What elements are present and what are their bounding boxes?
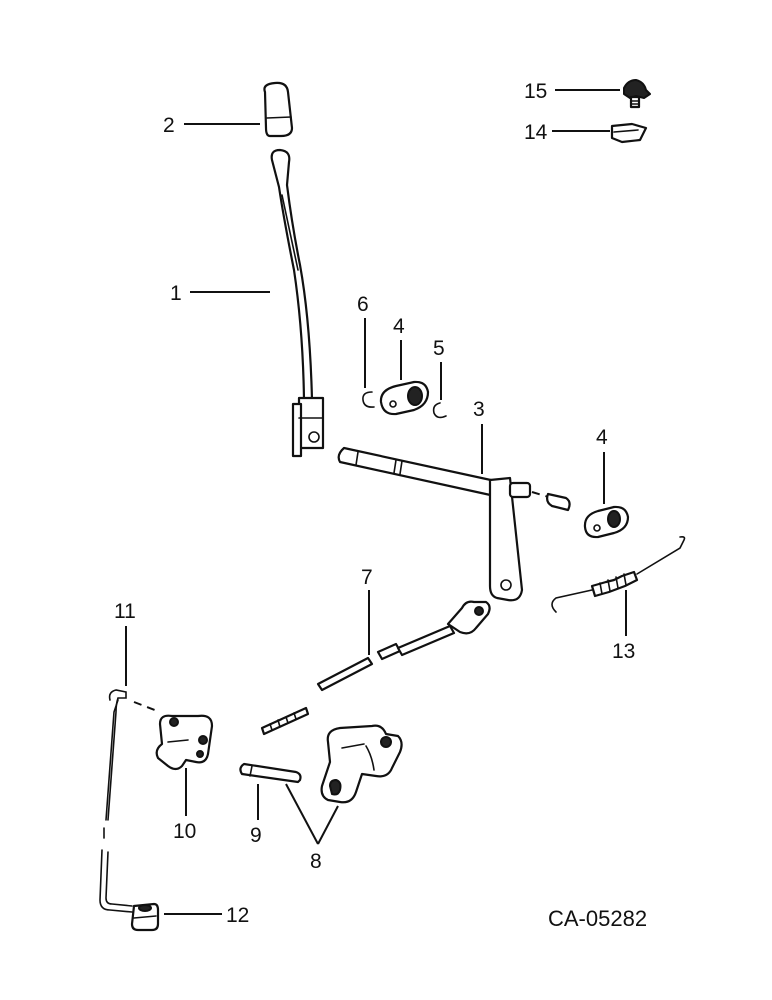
part-14-clip — [610, 122, 648, 144]
drawing-code: CA-05282 — [548, 906, 647, 931]
callout-13: 13 — [612, 640, 635, 663]
part-1-shift-lever — [270, 148, 325, 458]
part-4-bushing-right — [583, 505, 630, 539]
part-5-snap-ring — [432, 402, 447, 419]
leader-lines — [125, 89, 627, 915]
part-7-control-rod — [260, 600, 491, 736]
callout-6: 6 — [357, 293, 369, 316]
callout-8: 8 — [310, 850, 322, 873]
callout-3: 3 — [473, 398, 485, 421]
callout-2: 2 — [163, 114, 175, 137]
part-6-snap-ring — [362, 391, 375, 408]
callout-5: 5 — [433, 337, 445, 360]
callout-11: 11 — [114, 600, 136, 623]
callout-10: 10 — [173, 820, 196, 843]
callout-7: 7 — [361, 566, 373, 589]
part-10-bellcrank — [133, 701, 214, 771]
part-9-pin — [239, 762, 302, 784]
part-13-spring — [551, 536, 686, 613]
callout-4-left: 4 — [393, 315, 405, 338]
part-3-shift-shaft — [337, 446, 571, 602]
callout-4-right: 4 — [596, 426, 608, 449]
callout-12: 12 — [226, 904, 249, 927]
callout-1: 1 — [170, 282, 182, 305]
part-4-bushing-left — [379, 380, 430, 416]
callout-14: 14 — [524, 121, 548, 144]
part-2-knob — [263, 81, 294, 138]
part-8-bracket — [320, 724, 403, 804]
part-15-vent — [623, 79, 651, 109]
part-12-nut — [130, 902, 160, 932]
part-11-rod — [99, 689, 133, 913]
callout-15: 15 — [524, 80, 547, 103]
callout-9: 9 — [250, 824, 262, 847]
